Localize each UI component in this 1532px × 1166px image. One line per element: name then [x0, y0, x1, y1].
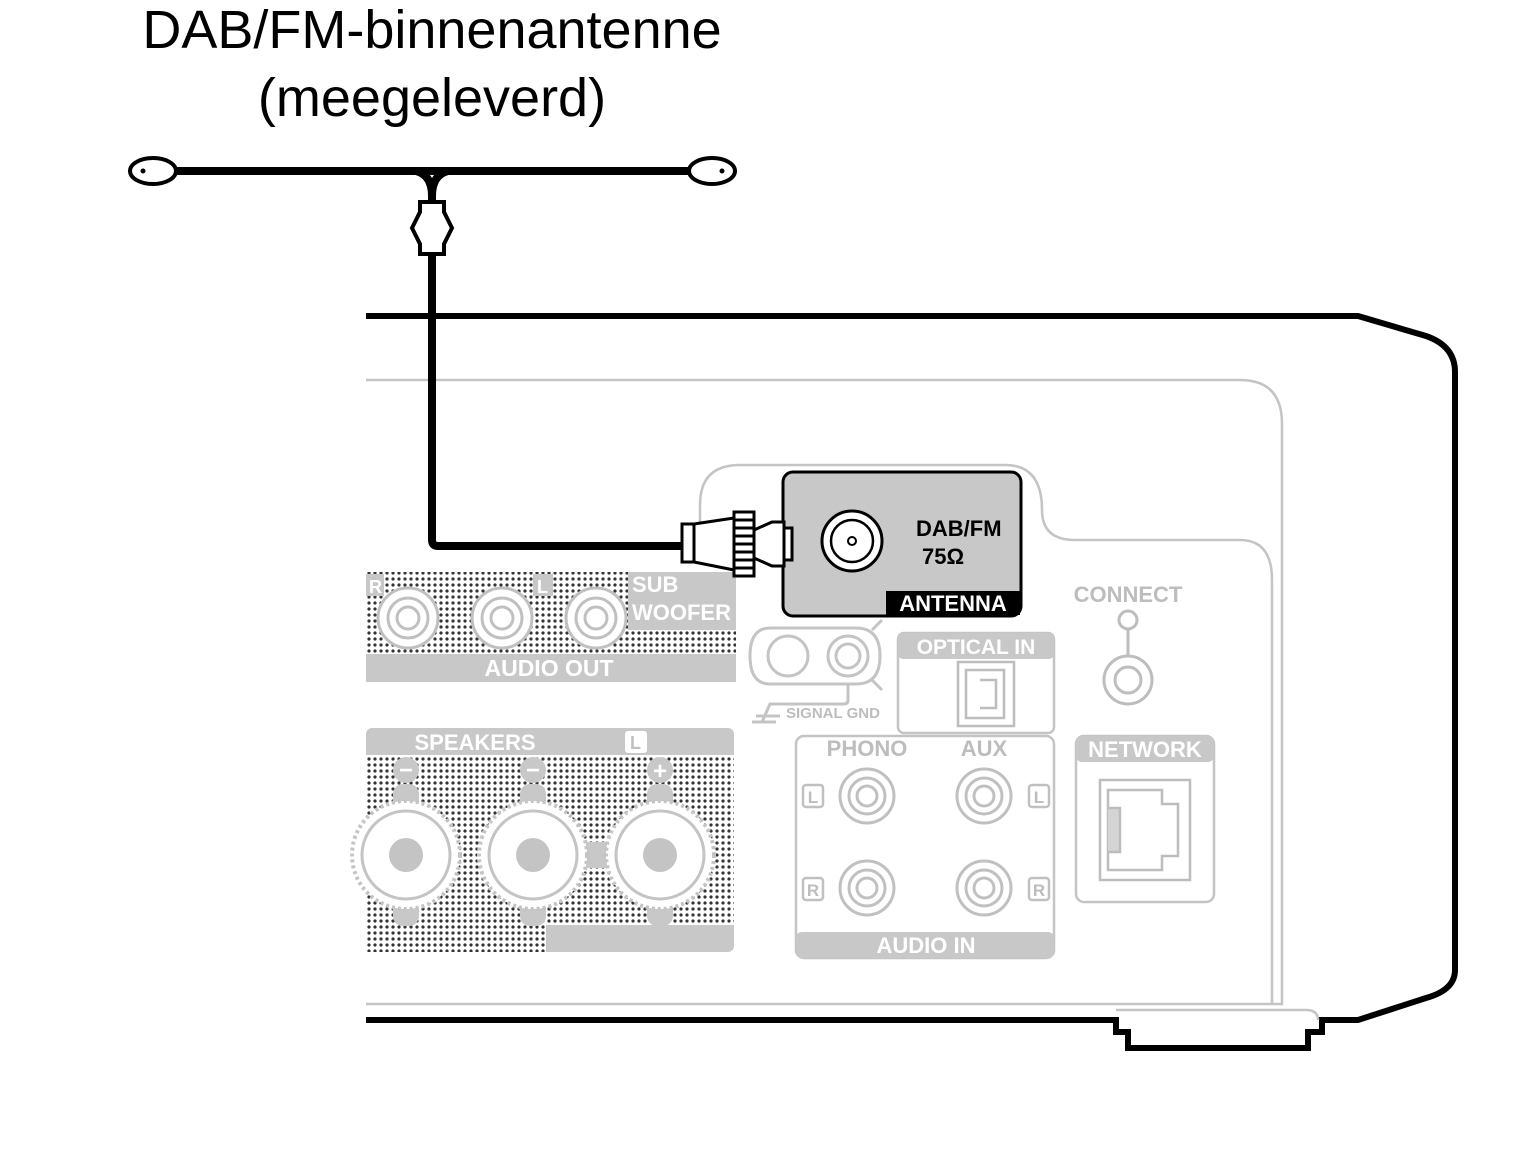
panel-inner-recess	[698, 463, 1274, 1004]
phono-label: PHONO	[827, 736, 908, 761]
audio-in-label: AUDIO IN	[877, 933, 976, 958]
antenna-left-eyelet	[128, 156, 178, 186]
phono-r-badge: R	[807, 881, 819, 900]
subwoofer-label-line1: SUB	[632, 572, 678, 597]
signal-gnd-label: SIGNAL GND	[786, 705, 880, 722]
title-line-1: DAB/FM-binnenantenne	[142, 0, 721, 60]
optical-in-port[interactable]	[956, 660, 1016, 728]
network-label: NETWORK	[1088, 737, 1202, 762]
speaker-minus-2: −	[526, 757, 540, 784]
network-block: NETWORK	[1074, 734, 1216, 904]
audio-out-l-badge: L	[537, 577, 548, 597]
speaker-terminal-1[interactable]	[350, 784, 462, 926]
antenna-label-line2: 75Ω	[922, 544, 964, 569]
device-outline	[366, 313, 1458, 1051]
aux-l-badge: L	[1034, 788, 1044, 807]
speaker-terminal-2[interactable]	[477, 784, 589, 926]
rear-panel-outline	[366, 378, 1284, 1006]
antenna-right-eyelet	[687, 156, 737, 186]
phono-l-badge: L	[808, 788, 818, 807]
optical-in-block: OPTICAL IN	[896, 631, 1056, 735]
signal-gnd-terminal[interactable]	[748, 618, 884, 724]
speaker-plus: +	[653, 758, 667, 785]
antenna-feed-cable	[428, 254, 690, 550]
audio-out-label: AUDIO OUT	[484, 655, 613, 681]
connect-button[interactable]	[1102, 609, 1154, 706]
speaker-terminal-3[interactable]	[604, 784, 716, 926]
speakers-label: SPEAKERS	[414, 730, 535, 755]
speakers-block: SPEAKERS L − − +	[350, 728, 734, 952]
audio-in-block: AUDIO IN PHONO AUX L L R R	[794, 734, 1056, 960]
speakers-l-badge: L	[630, 733, 641, 753]
antenna-badge: ANTENNA	[899, 591, 1007, 616]
antenna-f-connector	[680, 510, 794, 578]
optical-in-label: OPTICAL IN	[917, 636, 1036, 659]
audio-out-block: AUDIO OUT SUB WOOFER R L	[366, 572, 736, 682]
foot-bracket	[1116, 1008, 1320, 1021]
aux-r-badge: R	[1033, 881, 1045, 900]
antenna-panel: ANTENNA DAB/FM 75Ω	[781, 470, 1023, 618]
audio-out-r-badge: R	[369, 577, 382, 597]
aux-label: AUX	[961, 736, 1008, 761]
antenna-jack[interactable]	[820, 509, 884, 573]
antenna-label-line1: DAB/FM	[916, 516, 1002, 541]
speaker-minus-1: −	[399, 757, 413, 784]
connect-label: CONNECT	[1074, 582, 1183, 607]
ethernet-port[interactable]	[1098, 778, 1192, 882]
title-line-2: (meegeleverd)	[258, 68, 606, 128]
antenna-balun	[409, 200, 455, 256]
subwoofer-label-line2: WOOFER	[632, 600, 731, 625]
